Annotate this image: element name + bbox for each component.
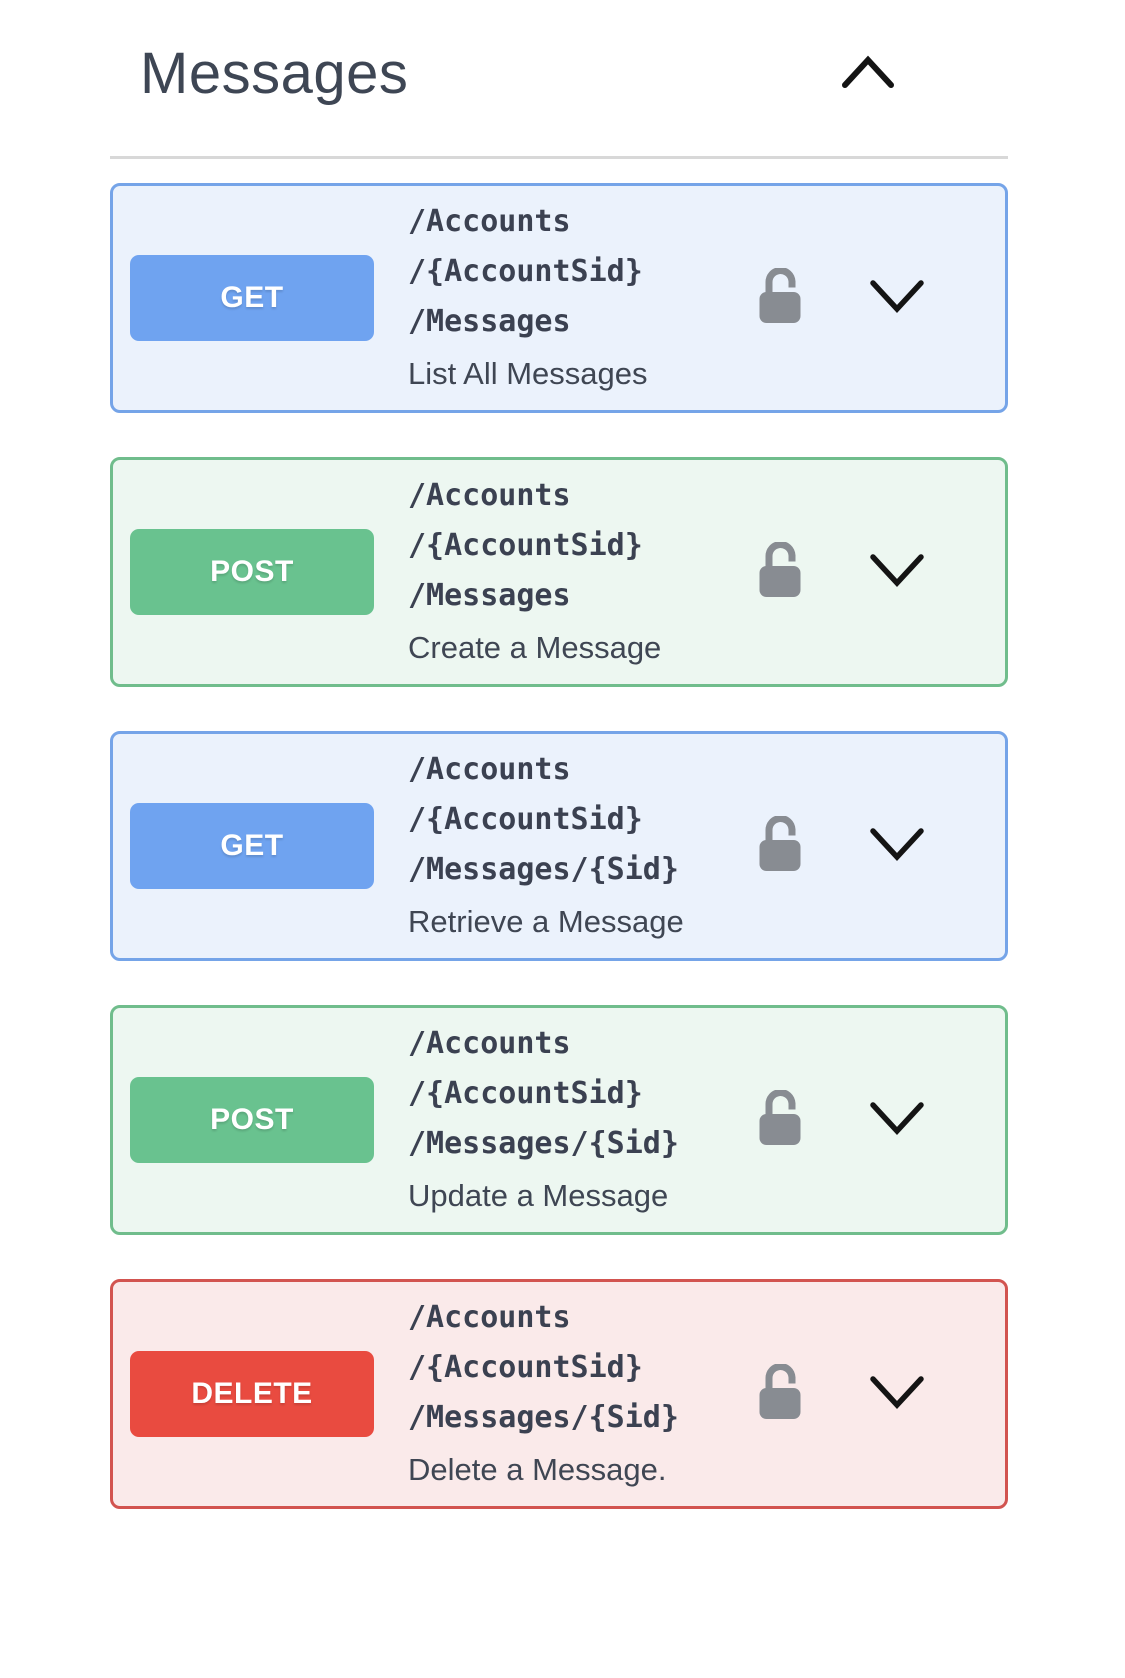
section-header[interactable]: Messages [0,42,1125,106]
auth-button[interactable] [758,1363,803,1423]
operation-info: /Accounts /{AccountSid} /Messages/{Sid} … [408,1019,758,1221]
operation-actions [758,541,925,601]
unlock-icon [758,1089,803,1149]
auth-button[interactable] [758,267,803,327]
operation-card-get-retrieve-message[interactable]: GET /Accounts /{AccountSid} /Messages/{S… [110,730,1008,961]
method-badge: DELETE [130,1350,374,1437]
method-badge: POST [130,1076,374,1163]
operation-card-post-update-message[interactable]: POST /Accounts /{AccountSid} /Messages/{… [110,1004,1008,1235]
operation-info: /Accounts /{AccountSid} /Messages/{Sid} … [408,745,758,947]
chevron-down-icon [869,1101,925,1139]
unlock-icon [758,1363,803,1423]
operation-actions [758,267,925,327]
operation-info: /Accounts /{AccountSid} /Messages/{Sid} … [408,1293,758,1495]
operation-summary: List All Messages [408,355,648,391]
path-line: /Messages [408,577,571,613]
path-line: /Messages/{Sid} [408,851,679,887]
section-divider [110,155,1008,159]
collapse-section-button[interactable] [841,55,895,92]
operation-path: /Accounts /{AccountSid} /Messages/{Sid} [408,1019,758,1169]
operation-info: /Accounts /{AccountSid} /Messages List A… [408,197,758,399]
operation-path: /Accounts /{AccountSid} /Messages [408,471,758,621]
path-line: /Accounts [408,203,571,239]
expand-operation-button[interactable] [869,279,925,317]
path-line: /{AccountSid} [408,527,643,563]
path-line: /{AccountSid} [408,1349,643,1385]
operation-summary: Update a Message [408,1177,669,1213]
operation-path: /Accounts /{AccountSid} /Messages/{Sid} [408,1293,758,1443]
chevron-down-icon [869,1375,925,1413]
operation-summary: Create a Message [408,629,662,665]
expand-operation-button[interactable] [869,1375,925,1413]
method-badge: GET [130,802,374,889]
section-title: Messages [140,41,409,106]
operation-card-get-list-messages[interactable]: GET /Accounts /{AccountSid} /Messages Li… [110,182,1008,413]
unlock-icon [758,815,803,875]
path-line: /Accounts [408,751,571,787]
expand-operation-button[interactable] [869,827,925,865]
path-line: /Messages/{Sid} [408,1399,679,1435]
path-line: /{AccountSid} [408,253,643,289]
path-line: /{AccountSid} [408,801,643,837]
operation-actions [758,1089,925,1149]
page: Messages GET /Accounts /{AccountSid} /Me… [0,42,1125,1509]
operation-summary: Retrieve a Message [408,903,684,939]
path-line: /Accounts [408,1299,571,1335]
method-badge: GET [130,254,374,341]
method-badge: POST [130,528,374,615]
expand-operation-button[interactable] [869,1101,925,1139]
operations-list: GET /Accounts /{AccountSid} /Messages Li… [110,182,1008,1509]
chevron-down-icon [869,827,925,865]
path-line: /Accounts [408,1025,571,1061]
path-line: /Messages/{Sid} [408,1125,679,1161]
operation-card-post-create-message[interactable]: POST /Accounts /{AccountSid} /Messages C… [110,456,1008,687]
operation-path: /Accounts /{AccountSid} /Messages/{Sid} [408,745,758,895]
operation-path: /Accounts /{AccountSid} /Messages [408,197,758,347]
chevron-down-icon [869,553,925,591]
auth-button[interactable] [758,541,803,601]
operation-actions [758,1363,925,1423]
unlock-icon [758,267,803,327]
operation-info: /Accounts /{AccountSid} /Messages Create… [408,471,758,673]
unlock-icon [758,541,803,601]
path-line: /Messages [408,303,571,339]
auth-button[interactable] [758,1089,803,1149]
auth-button[interactable] [758,815,803,875]
operation-summary: Delete a Message. [408,1451,667,1487]
path-line: /{AccountSid} [408,1075,643,1111]
path-line: /Accounts [408,477,571,513]
expand-operation-button[interactable] [869,553,925,591]
operation-card-delete-message[interactable]: DELETE /Accounts /{AccountSid} /Messages… [110,1278,1008,1509]
chevron-down-icon [869,279,925,317]
operation-actions [758,815,925,875]
chevron-up-icon [841,55,895,92]
